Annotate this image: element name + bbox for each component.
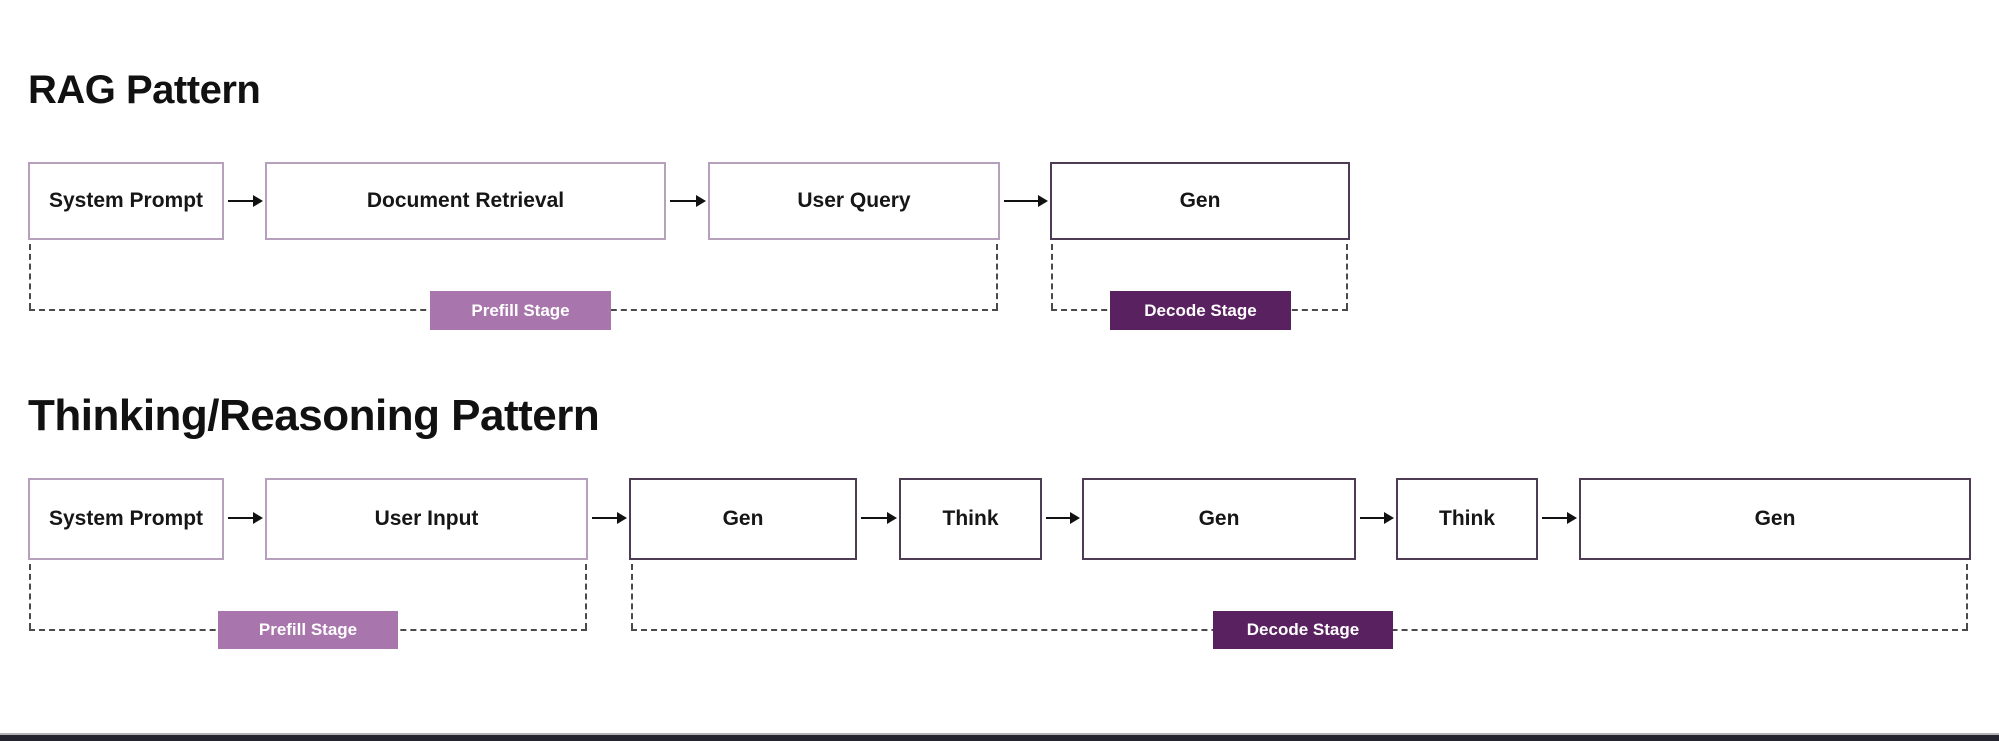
- flow-arrow-icon: [861, 512, 897, 524]
- bracket-riser: [1051, 244, 1053, 309]
- bracket-riser: [1346, 244, 1348, 309]
- prefill-stage-badge: Prefill Stage: [218, 611, 398, 649]
- flow-arrow-icon: [1004, 195, 1048, 207]
- flow-box-document-retrieval: Document Retrieval: [265, 162, 666, 240]
- prefill-stage-badge: Prefill Stage: [430, 291, 611, 330]
- flow-arrow-icon: [228, 512, 263, 524]
- bracket-riser: [29, 564, 31, 629]
- flow-box-gen: Gen: [629, 478, 857, 560]
- decode-stage-badge: Decode Stage: [1110, 291, 1291, 330]
- flow-arrow-icon: [1360, 512, 1394, 524]
- decode-stage-badge: Decode Stage: [1213, 611, 1393, 649]
- bracket-riser: [29, 244, 31, 309]
- flow-arrow-icon: [228, 195, 263, 207]
- section-title-rag-pattern: RAG Pattern: [28, 68, 261, 112]
- bracket-riser: [996, 244, 998, 309]
- flow-arrow-icon: [592, 512, 627, 524]
- flow-box-user-input: User Input: [265, 478, 588, 560]
- flow-box-gen: Gen: [1579, 478, 1971, 560]
- flow-box-gen: Gen: [1050, 162, 1350, 240]
- flow-box-system-prompt: System Prompt: [28, 162, 224, 240]
- flow-arrow-icon: [1542, 512, 1577, 524]
- section-title-thinking-reasoning-pattern: Thinking/Reasoning Pattern: [28, 391, 600, 440]
- bracket-riser: [585, 564, 587, 629]
- flow-arrow-icon: [1046, 512, 1080, 524]
- flow-box-user-query: User Query: [708, 162, 1000, 240]
- bracket-riser: [631, 564, 633, 629]
- bracket-riser: [1966, 564, 1968, 629]
- flow-box-gen: Gen: [1082, 478, 1356, 560]
- flow-box-system-prompt: System Prompt: [28, 478, 224, 560]
- flow-box-think: Think: [1396, 478, 1538, 560]
- flow-box-think: Think: [899, 478, 1042, 560]
- flow-arrow-icon: [670, 195, 706, 207]
- bottom-edge-line: [0, 733, 1999, 735]
- bottom-bar: [0, 735, 1999, 741]
